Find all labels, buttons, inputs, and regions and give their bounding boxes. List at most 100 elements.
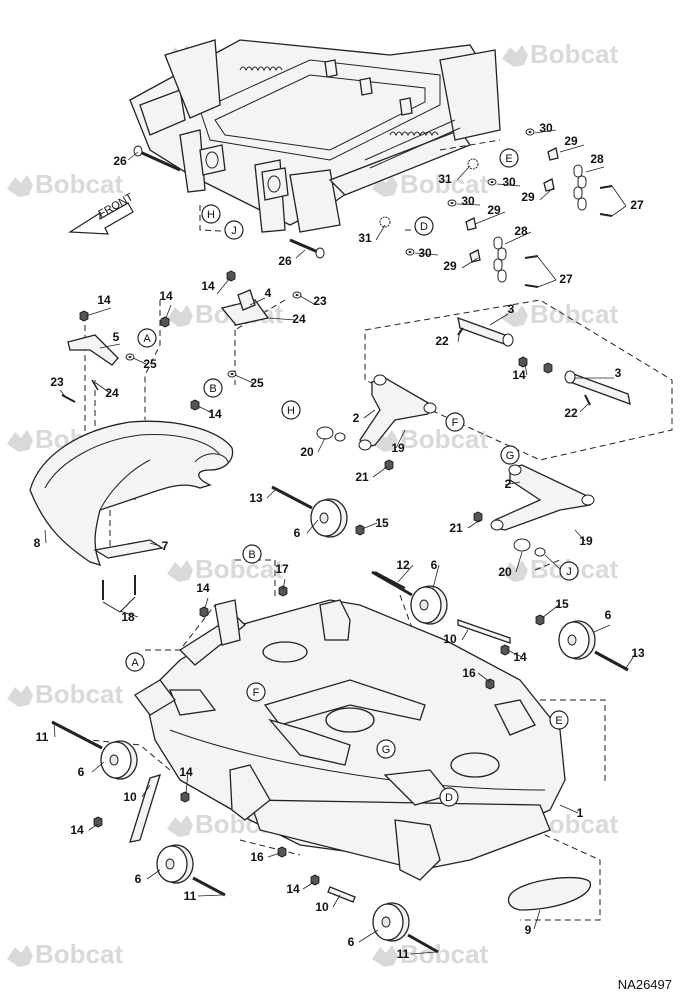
reference-circle-D: D [414, 216, 434, 236]
watermark-logo: Bobcat [372, 169, 488, 199]
lift-arm-2-lower [490, 464, 595, 531]
callout-8: 8 [34, 536, 41, 550]
star-washer-31-set [379, 158, 479, 228]
reference-circle-G: G [376, 739, 396, 759]
watermark-logo: Bobcat [7, 169, 123, 199]
callout-6: 6 [78, 765, 85, 779]
reference-letter: H [207, 209, 215, 221]
callout-10: 10 [443, 632, 457, 646]
callout-21: 21 [449, 521, 463, 535]
reference-letter: F [253, 687, 260, 699]
callout-26: 26 [113, 154, 127, 168]
reference-circle-H: H [201, 204, 221, 224]
callout-16: 16 [462, 666, 476, 680]
callout-29: 29 [564, 134, 578, 148]
callout-14: 14 [179, 765, 193, 779]
reference-letter: J [231, 225, 237, 237]
watermark-text: Bobcat [530, 299, 618, 329]
reference-letter: G [506, 450, 515, 462]
callout-31: 31 [438, 172, 452, 186]
leader-lines [44, 129, 637, 955]
reference-letter: F [452, 417, 459, 429]
callout-1: 1 [577, 806, 584, 820]
reference-circle-A: A [137, 328, 157, 348]
bracket-5 [67, 334, 119, 366]
watermark-text: Bobcat [530, 39, 618, 69]
callout-31: 31 [358, 231, 372, 245]
watermark-text: Bobcat [35, 679, 123, 709]
reference-letter: A [131, 657, 139, 669]
callout-14: 14 [513, 650, 527, 664]
gauge-wheel-6-c [535, 614, 629, 672]
callout-7: 7 [162, 539, 169, 553]
callout-4: 4 [265, 286, 272, 300]
watermark-logo: Bobcat [167, 554, 283, 584]
document-id: NA26497 [617, 977, 672, 992]
watermark-text: Bobcat [35, 939, 123, 969]
callout-11: 11 [36, 730, 49, 744]
gauge-wheel-6-b [371, 570, 511, 656]
callout-28: 28 [514, 224, 528, 238]
callout-10: 10 [315, 900, 329, 914]
reference-letter: G [382, 744, 391, 756]
callout-24: 24 [105, 386, 119, 400]
callout-14: 14 [208, 407, 222, 421]
callout-10: 10 [123, 790, 137, 804]
callout-29: 29 [443, 259, 457, 273]
callout-22: 22 [435, 334, 449, 348]
upper-frame-assembly [129, 39, 501, 233]
pivot-shaft-3-upper [457, 316, 514, 347]
chain-28-lower [493, 236, 507, 283]
bolt-18-set [102, 575, 136, 613]
reference-circle-E: E [549, 710, 569, 730]
callout-29: 29 [521, 190, 535, 204]
callout-15: 15 [555, 597, 569, 611]
callout-15: 15 [375, 516, 389, 530]
reference-circle-H: H [281, 400, 301, 420]
callout-3: 3 [508, 302, 515, 316]
reference-circle-E: E [499, 148, 519, 168]
callout-2: 2 [353, 411, 360, 425]
reference-circle-J: J [559, 561, 579, 581]
gauge-wheel-6-d [51, 720, 190, 843]
callout-9: 9 [525, 923, 532, 937]
callout-25: 25 [143, 357, 157, 371]
watermark-text: Bobcat [400, 424, 488, 454]
callout-17: 17 [275, 562, 289, 576]
callout-13: 13 [249, 491, 263, 505]
callout-18: 18 [121, 610, 135, 624]
callout-11: 11 [184, 889, 197, 903]
callout-30: 30 [461, 194, 475, 208]
callout-20: 20 [300, 445, 314, 459]
callout-12: 12 [396, 558, 410, 572]
callout-23: 23 [50, 375, 64, 389]
belt-cover-9 [507, 876, 591, 911]
callout-22: 22 [564, 406, 578, 420]
callout-24: 24 [292, 312, 306, 326]
reference-letter: A [143, 333, 151, 345]
reference-letter: J [566, 566, 572, 578]
chain-28-upper [573, 164, 587, 211]
reference-letter: B [248, 549, 255, 561]
watermark-text: Bobcat [400, 169, 488, 199]
gauge-wheel-6-f [310, 874, 439, 954]
plate-7 [93, 539, 164, 559]
callout-14: 14 [97, 293, 111, 307]
callout-5: 5 [113, 330, 120, 344]
callout-26: 26 [278, 254, 292, 268]
bolt-27-set [524, 185, 613, 288]
reference-circle-F: F [246, 682, 266, 702]
callout-30: 30 [502, 175, 516, 189]
lift-arm-2-upper [358, 374, 437, 451]
callout-11: 11 [397, 947, 410, 961]
reference-letter: E [505, 153, 512, 165]
reference-circle-B: B [203, 378, 223, 398]
callout-6: 6 [348, 935, 355, 949]
callout-6: 6 [135, 872, 142, 886]
callout-30: 30 [418, 246, 432, 260]
callout-6: 6 [605, 608, 612, 622]
watermark-text: Bobcat [35, 169, 123, 199]
